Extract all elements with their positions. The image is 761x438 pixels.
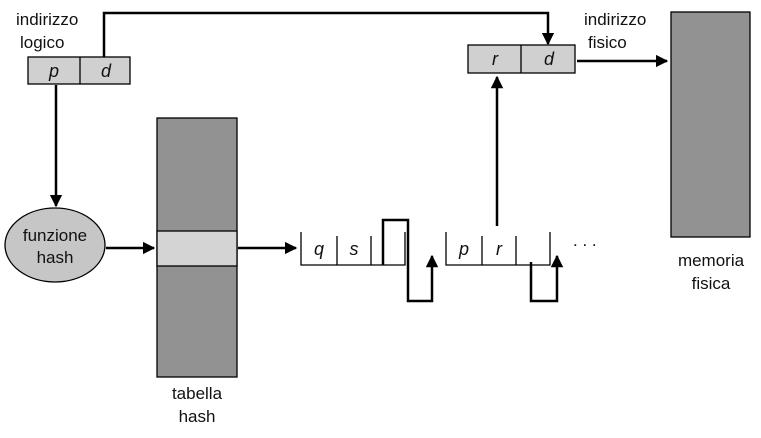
- chain-element-1-page: q: [314, 239, 324, 259]
- chain-pointer-1: [381, 218, 439, 303]
- hash-table-entry: [156, 230, 238, 267]
- logical-offset-cell: d: [101, 61, 112, 81]
- physical-offset-cell: d: [544, 49, 555, 69]
- logical-address-label-line1: indirizzo: [16, 10, 78, 29]
- hash-function-label-line2: hash: [37, 248, 74, 267]
- physical-address-label-line2: fisico: [588, 33, 627, 52]
- physical-address-label-line1: indirizzo: [584, 10, 646, 29]
- chain-ellipsis: . . .: [573, 231, 597, 250]
- chain-element-2-frame: r: [496, 239, 503, 259]
- logical-address-box: [27, 56, 131, 85]
- logical-address-label-line2: logico: [20, 33, 64, 52]
- offset-arrow: [102, 11, 555, 57]
- chain-pointer-2: [529, 254, 564, 303]
- chain-element-2-page: p: [458, 239, 469, 259]
- chain-element-1-frame: s: [350, 239, 359, 259]
- physical-frame-cell: r: [492, 49, 499, 69]
- hash-function-label-line1: funzione: [23, 226, 87, 245]
- chain-element-1: [300, 232, 406, 266]
- physical-memory-label-line1: memoria: [678, 251, 745, 270]
- hash-table-label-line1: tabella: [172, 384, 223, 403]
- hash-function-ellipse: [4, 207, 106, 283]
- hash-table-label-line2: hash: [179, 407, 216, 426]
- chain-element-2: [445, 232, 551, 266]
- logical-page-cell: p: [48, 61, 59, 81]
- physical-memory-label-line2: fisica: [692, 274, 731, 293]
- physical-memory: [670, 11, 751, 238]
